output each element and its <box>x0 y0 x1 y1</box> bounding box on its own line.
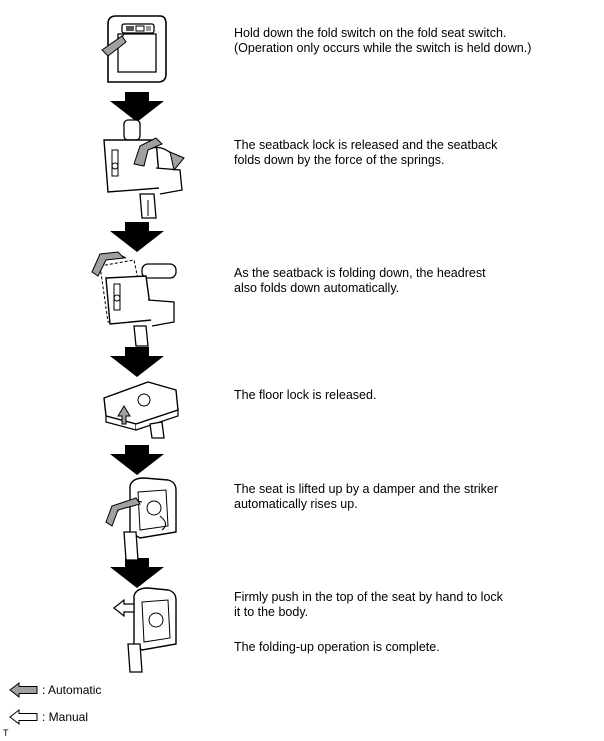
automatic-arrow-icon <box>9 681 38 699</box>
step-5-line-1: The seat is lifted up by a damper and th… <box>234 482 499 511</box>
step-2-line-1: The seatback lock is released and the se… <box>234 138 498 167</box>
flow-arrow-4 <box>110 445 164 475</box>
seatback-fold-illustration <box>103 119 185 219</box>
step-4-line-1: The floor lock is released. <box>234 388 377 402</box>
step-1-text: Hold down the fold switch on the fold se… <box>234 26 589 56</box>
flow-arrow-3 <box>110 347 164 377</box>
step-1-line-1: Hold down the fold switch on the fold se… <box>234 26 532 55</box>
flow-arrow-2 <box>110 222 164 252</box>
push-lock-illustration <box>113 587 177 673</box>
step-6-text: Firmly push in the top of the seat by ha… <box>234 590 589 655</box>
step-6-line-2: The folding-up operation is complete. <box>234 640 440 654</box>
step-3-line-1: As the seatback is folding down, the hea… <box>234 266 486 295</box>
fold-switch-illustration <box>101 15 167 83</box>
legend-automatic: : Automatic <box>9 681 102 699</box>
manual-arrow-icon <box>9 708 38 726</box>
legend-manual: : Manual <box>9 708 89 726</box>
footer-mark: T <box>3 728 9 738</box>
floor-lock-illustration <box>103 381 179 439</box>
flow-arrow-5 <box>110 558 164 588</box>
legend-automatic-label: : Automatic <box>42 683 102 697</box>
headrest-fold-illustration <box>91 251 177 347</box>
step-5-text: The seat is lifted up by a damper and th… <box>234 482 589 512</box>
step-6-line-1: Firmly push in the top of the seat by ha… <box>234 590 503 619</box>
flow-arrow-1 <box>110 92 164 122</box>
seat-lift-illustration <box>105 477 177 561</box>
step-3-text: As the seatback is folding down, the hea… <box>234 266 589 296</box>
step-4-text: The floor lock is released. <box>234 388 589 403</box>
step-2-text: The seatback lock is released and the se… <box>234 138 589 168</box>
legend-manual-label: : Manual <box>42 710 89 724</box>
